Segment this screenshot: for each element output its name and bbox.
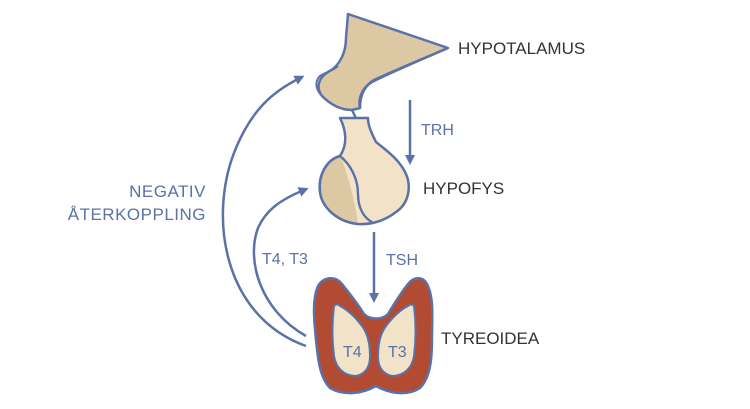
- t4-t3-label: T4, T3: [262, 251, 308, 268]
- thyroid-t4-label: T4: [343, 344, 362, 361]
- feedback-arrow-inner: [252, 187, 309, 338]
- feedback-arrow-outer: [221, 75, 307, 348]
- thyroid-label: TYREOIDEA: [441, 329, 540, 348]
- trh-label: TRH: [421, 122, 454, 139]
- thyroid-shape: [312, 277, 434, 395]
- feedback-label-line2: ÅTERKOPPLING: [68, 205, 206, 224]
- pituitary-label: HYPOFYS: [423, 179, 504, 198]
- tsh-label: TSH: [386, 252, 418, 269]
- hypothalamus-shape: [315, 12, 450, 135]
- feedback-label-line1: NEGATIV: [129, 182, 206, 201]
- pituitary-shape: [318, 116, 410, 226]
- hypothalamus-label: HYPOTALAMUS: [458, 39, 585, 58]
- thyroid-t3-label: T3: [388, 344, 407, 361]
